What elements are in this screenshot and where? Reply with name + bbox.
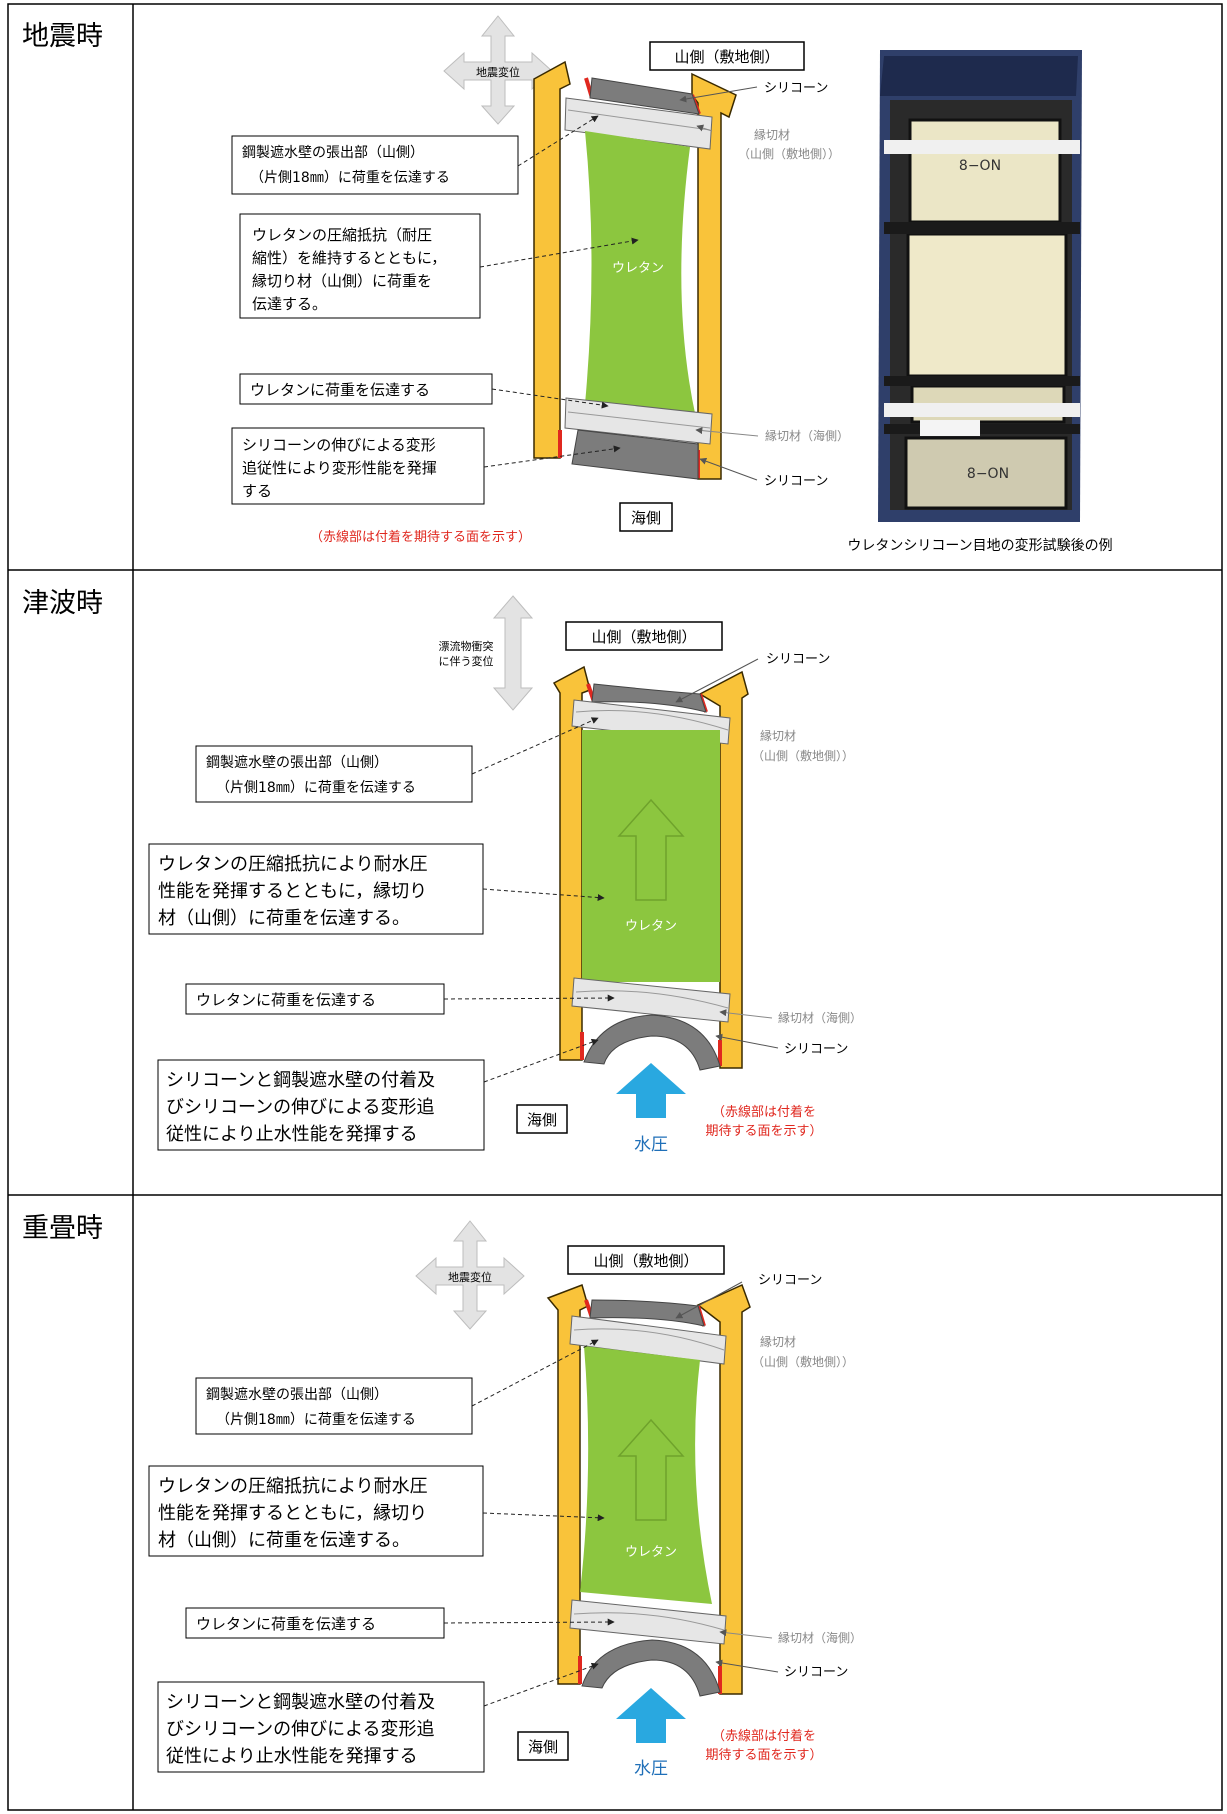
adhesion-note-line2: 期待する面を示す） bbox=[705, 1124, 822, 1139]
four-way-arrow-icon bbox=[443, 15, 553, 125]
note-urethane-line1: ウレタンの圧縮抵抗により耐水圧 bbox=[158, 854, 428, 875]
note-steel-line1: 鋼製遮水壁の張出部（山側） bbox=[206, 1387, 388, 1403]
silicone-top bbox=[589, 1299, 705, 1327]
silicone-top bbox=[591, 683, 707, 713]
direction-label: 地震変位 bbox=[476, 65, 520, 79]
note-urethane-line1: ウレタンの圧縮抵抗により耐水圧 bbox=[158, 1476, 428, 1497]
note-urethane-line4: 伝達する。 bbox=[252, 295, 327, 313]
water-pressure-arrow-icon bbox=[616, 1063, 686, 1118]
silicone-bottom-label: シリコーン bbox=[784, 1665, 848, 1680]
adhesion-note: （赤線部は付着を期待する面を示す） bbox=[310, 529, 531, 545]
photo-sample-label-top: 8−ON bbox=[959, 158, 1001, 174]
row-label-earthquake: 地震時 bbox=[22, 21, 103, 52]
photo-caption: ウレタンシリコーン目地の変形試験後の例 bbox=[847, 537, 1112, 554]
note-to-urethane: ウレタンに荷重を伝達する bbox=[250, 381, 430, 399]
note-steel-line1: 鋼製遮水壁の張出部（山側） bbox=[206, 755, 388, 771]
note-urethane-line3: 材（山側）に荷重を伝達する。 bbox=[158, 1530, 410, 1551]
note-silicone-line3: 従性により止水性能を発揮する bbox=[166, 1746, 418, 1767]
row-label-combined: 重畳時 bbox=[22, 1213, 103, 1244]
edge-top-label-2: （山側（敷地側）） bbox=[738, 146, 840, 161]
edge-top-label-1: 縁切材 bbox=[760, 728, 796, 743]
mountain-side-label: 山側（敷地側） bbox=[591, 628, 696, 646]
note-silicone-line1: シリコーンと鋼製遮水壁の付着及 bbox=[166, 1692, 435, 1713]
note-to-urethane: ウレタンに荷重を伝達する bbox=[196, 991, 376, 1009]
note-silicone-line2: 追従性により変形性能を発揮 bbox=[242, 459, 437, 477]
note-silicone-line3: する bbox=[242, 482, 272, 500]
silicone-bottom bbox=[581, 1639, 721, 1697]
steel-wall-right bbox=[696, 1283, 751, 1695]
note-silicone-line3: 従性により止水性能を発揮する bbox=[166, 1124, 418, 1145]
edge-material-bottom bbox=[564, 397, 713, 445]
urethane-label: ウレタン bbox=[612, 261, 664, 276]
steel-wall-left bbox=[533, 60, 571, 459]
silicone-bottom bbox=[571, 429, 699, 480]
steel-wall-left bbox=[546, 1284, 589, 1685]
urethane-block bbox=[582, 730, 720, 982]
edge-bottom-label: 縁切材（海側） bbox=[765, 428, 849, 443]
direction-label-line2: に伴う変位 bbox=[439, 654, 494, 668]
note-silicone-line2: びシリコーンの伸びによる変形追 bbox=[166, 1097, 435, 1118]
edge-top-label-1: 縁切材 bbox=[760, 1334, 796, 1349]
note-steel-line2: （片側18㎜）に荷重を伝達する bbox=[216, 1412, 416, 1428]
silicone-top-label: シリコーン bbox=[764, 81, 828, 96]
water-pressure-label: 水圧 bbox=[634, 1759, 668, 1779]
adhesion-note-line1: （赤線部は付着を bbox=[712, 1104, 816, 1120]
silicone-bottom bbox=[583, 1014, 721, 1071]
mountain-side-label: 山側（敷地側） bbox=[593, 1252, 698, 1270]
note-urethane-line2: 縮性）を維持するとともに， bbox=[252, 249, 446, 267]
note-to-urethane: ウレタンに荷重を伝達する bbox=[196, 1615, 376, 1633]
note-silicone-line1: シリコーンと鋼製遮水壁の付着及 bbox=[166, 1070, 435, 1091]
note-steel-line2: （片側18㎜）に荷重を伝達する bbox=[216, 780, 416, 796]
earthquake-diagram: 地震変位 ウレタン 山側（敷地側） 海側 シリコーン 縁切材 （山側（敷地側）） bbox=[231, 15, 1113, 554]
direction-label-line1: 漂流物衝突 bbox=[439, 639, 494, 653]
tsunami-diagram: 漂流物衝突 に伴う変位 ウレタン 水圧 山側（敷地側） 海側 シリコーン 縁切材… bbox=[148, 595, 862, 1155]
urethane-block bbox=[580, 1346, 712, 1604]
water-pressure-label: 水圧 bbox=[634, 1135, 668, 1155]
sea-side-label: 海側 bbox=[631, 509, 661, 527]
photo-sample-label-bottom: 8−ON bbox=[967, 466, 1009, 482]
edge-bottom-label: 縁切材（海側） bbox=[778, 1010, 862, 1025]
direction-label: 地震変位 bbox=[448, 1270, 492, 1284]
silicone-top-label: シリコーン bbox=[758, 1273, 822, 1288]
edge-material-top bbox=[564, 97, 713, 150]
note-steel-line1: 鋼製遮水壁の張出部（山側） bbox=[242, 145, 424, 161]
edge-material-top bbox=[569, 1315, 727, 1365]
urethane-block bbox=[585, 131, 696, 418]
edge-top-label-1: 縁切材 bbox=[754, 127, 790, 142]
silicone-bottom-label: シリコーン bbox=[764, 474, 828, 489]
note-urethane-line3: 材（山側）に荷重を伝達する。 bbox=[158, 908, 410, 929]
edge-material-bottom bbox=[569, 1599, 727, 1645]
note-urethane-line3: 縁切り材（山側）に荷重を bbox=[252, 272, 432, 290]
deformation-test-photo: 8−ON 8−ON bbox=[878, 50, 1082, 522]
edge-top-label-2: （山側（敷地側）） bbox=[752, 748, 854, 763]
combined-diagram: 地震変位 ウレタン 水圧 山側（敷地側） 海側 シリコーン 縁切材 （山側（敷地… bbox=[148, 1220, 862, 1779]
pressure-arrow-outline-icon bbox=[617, 1418, 685, 1521]
note-steel-line2: （片側18㎜）に荷重を伝達する bbox=[250, 170, 450, 186]
note-urethane-line1: ウレタンの圧縮抵抗（耐圧 bbox=[252, 226, 432, 244]
note-urethane-line2: 性能を発揮するとともに，縁切り bbox=[158, 1503, 427, 1524]
pressure-arrow-outline-icon bbox=[617, 798, 685, 901]
silicone-top bbox=[589, 77, 700, 115]
edge-top-label-2: （山側（敷地側）） bbox=[752, 1354, 854, 1369]
note-silicone-line2: びシリコーンの伸びによる変形追 bbox=[166, 1719, 435, 1740]
silicone-top-label: シリコーン bbox=[766, 652, 830, 667]
row-label-tsunami: 津波時 bbox=[22, 588, 103, 619]
four-way-arrow-icon bbox=[415, 1220, 525, 1330]
table-grid bbox=[7, 3, 1223, 1811]
note-urethane-line2: 性能を発揮するとともに，縁切り bbox=[158, 881, 427, 902]
mountain-side-label: 山側（敷地側） bbox=[674, 48, 779, 66]
adhesion-note-line1: （赤線部は付着を bbox=[712, 1728, 816, 1744]
edge-bottom-label: 縁切材（海側） bbox=[778, 1630, 862, 1645]
sea-side-label: 海側 bbox=[527, 1111, 557, 1129]
silicone-bottom-label: シリコーン bbox=[784, 1042, 848, 1057]
urethane-label: ウレタン bbox=[625, 919, 677, 934]
vertical-arrow-icon bbox=[492, 595, 534, 711]
note-silicone-line1: シリコーンの伸びによる変形 bbox=[242, 436, 436, 454]
water-pressure-arrow-icon bbox=[616, 1688, 686, 1743]
urethane-label: ウレタン bbox=[625, 1545, 677, 1560]
adhesion-note-line2: 期待する面を示す） bbox=[705, 1748, 822, 1763]
sea-side-label: 海側 bbox=[528, 1738, 558, 1756]
edge-material-bottom bbox=[571, 977, 731, 1023]
